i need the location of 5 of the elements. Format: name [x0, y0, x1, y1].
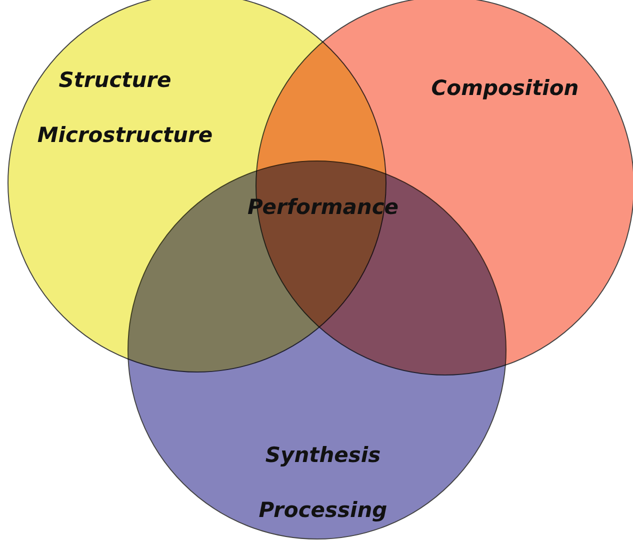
set-label: Microstructure — [37, 123, 213, 147]
set-label: Structure — [58, 68, 172, 92]
set-label: Synthesis — [265, 443, 381, 467]
set-label: Composition — [431, 76, 579, 100]
set-label: Processing — [258, 498, 388, 522]
